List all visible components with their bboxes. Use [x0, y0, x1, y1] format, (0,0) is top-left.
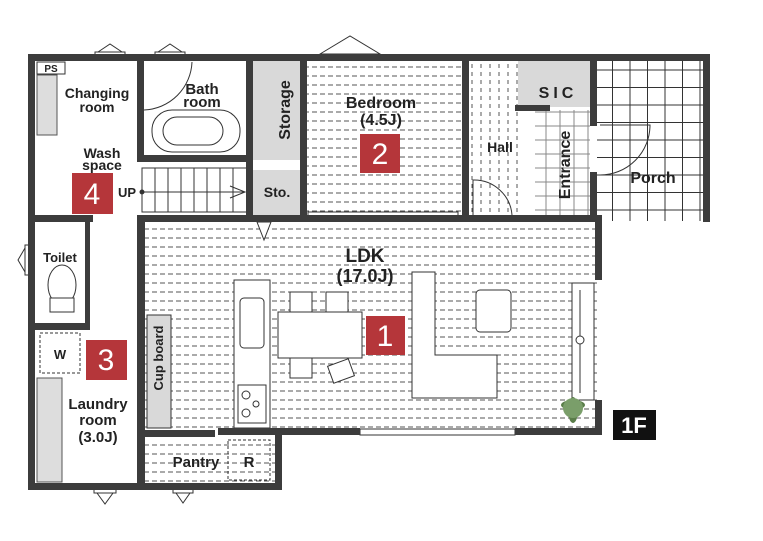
floor-badge [613, 410, 656, 440]
entrance-label: Entrance [557, 131, 574, 200]
dining-set [277, 291, 363, 384]
toilet-fixture [47, 264, 77, 313]
sic-storage [518, 61, 590, 107]
floor-badge-label: 1F [621, 413, 647, 438]
hall-label: Hall [487, 139, 513, 155]
porch-floor [597, 61, 703, 221]
walls [28, 54, 710, 490]
stairs[interactable] [139, 167, 249, 213]
sto-label: Sto. [264, 184, 290, 200]
bath-room-label-2: room [183, 94, 221, 111]
fridge-space [227, 439, 271, 481]
wash-space-label: Wash [84, 145, 121, 161]
entrance-floor [535, 110, 590, 215]
changing-room-label: Changing [65, 85, 130, 101]
tv-board [571, 282, 595, 401]
laundry-room-label-2: room [79, 412, 117, 429]
kitchen-counter [233, 279, 271, 429]
cupboard-label: Cup board [151, 325, 166, 390]
hall-floor [469, 61, 519, 215]
ps-label: PS [44, 64, 58, 75]
marker-4-label: 4 [84, 178, 101, 211]
sic-label: SIC [539, 85, 578, 102]
marker-3-label: 3 [98, 344, 115, 377]
fridge-label: R [244, 454, 255, 471]
marker-3 [86, 340, 127, 380]
stairs-up-label[interactable]: UP [118, 185, 136, 200]
storage-fill [253, 61, 300, 160]
marker-1 [366, 316, 405, 355]
toilet-label: Toilet [43, 250, 77, 265]
storage-label: Storage [277, 80, 294, 140]
changing-room-label-2: room [80, 99, 115, 115]
bedroom-size: (4.5J) [360, 112, 402, 129]
changing-closet [36, 74, 58, 136]
ldk-label: LDK [345, 246, 384, 267]
sto-fill [253, 170, 300, 215]
sofa [411, 271, 512, 399]
pantry-floor [145, 438, 275, 483]
doors[interactable] [143, 61, 651, 216]
marker-4 [72, 173, 113, 214]
laundry-room-label: Laundry [68, 396, 128, 413]
marker-1-label: 1 [377, 320, 394, 353]
wash-space-label-2: space [82, 157, 122, 173]
laundry-room-size: (3.0J) [78, 429, 117, 446]
plant-icon [561, 397, 585, 423]
washer-space [39, 332, 81, 374]
bathtub [151, 109, 241, 153]
bedroom-label: Bedroom [346, 95, 416, 112]
pantry-label: Pantry [173, 454, 220, 471]
washer-label: W [54, 347, 67, 362]
bath-room-label: Bath [185, 81, 218, 98]
cupboard-fill [146, 314, 172, 429]
porch-label: Porch [630, 170, 675, 187]
laundry-slats [36, 377, 63, 483]
marker-2-label: 2 [372, 138, 389, 171]
ldk-size: (17.0J) [336, 266, 393, 286]
marker-2 [360, 134, 400, 173]
